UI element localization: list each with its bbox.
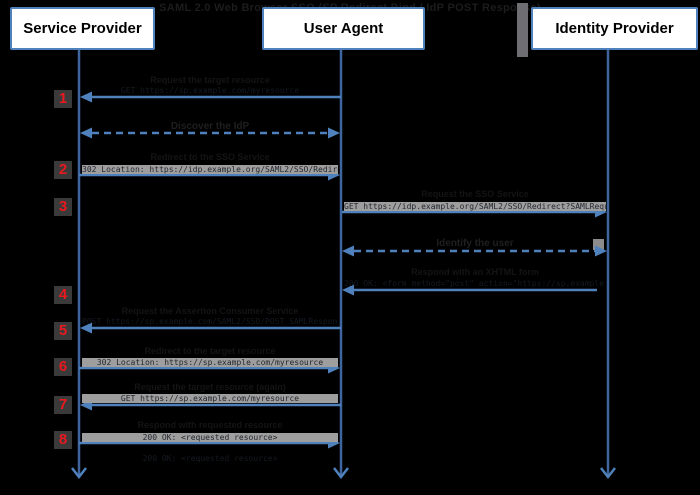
step-number-5-text: 5 bbox=[58, 322, 68, 339]
arrowhead-step-5 bbox=[80, 322, 92, 334]
step-number-8: 8 bbox=[54, 431, 72, 449]
step-number-5: 5 bbox=[54, 322, 72, 340]
arrowhead-step-4 bbox=[342, 284, 354, 296]
step-number-8-text: 8 bbox=[58, 431, 68, 448]
arrowhead-step-1 bbox=[80, 91, 92, 103]
arrowhead-discover-left bbox=[80, 127, 92, 139]
step-2-label: Redirect to the SSO Service bbox=[150, 152, 270, 162]
actor-service-provider-label: Service Provider bbox=[23, 20, 142, 37]
step-6-code: 302 Location: https://sp.example.com/myr… bbox=[82, 358, 338, 367]
step-number-6-text: 6 bbox=[58, 358, 68, 375]
step-4-code: 200 OK: <form method="post" action="http… bbox=[344, 279, 606, 288]
lifeline-end-arrow-ua bbox=[333, 467, 349, 480]
step-number-2: 2 bbox=[54, 161, 72, 179]
step-3-code: GET https://idp.example.org/SAML2/SSO/Re… bbox=[344, 202, 606, 211]
step-number-6: 6 bbox=[54, 358, 72, 376]
step-1-label: Request the target resource bbox=[150, 75, 270, 85]
arrowhead-identify-left bbox=[342, 245, 354, 257]
step-number-4: 4 bbox=[54, 286, 72, 304]
arrowhead-discover-right bbox=[328, 127, 340, 139]
lifeline-end-arrow-idp bbox=[600, 467, 616, 480]
step-5-code: POST https://sp.example.com/SAML2/SSO/PO… bbox=[82, 317, 338, 326]
step-number-3-text: 3 bbox=[58, 198, 68, 215]
step-1-code: GET https://sp.example.com/myresource bbox=[120, 86, 300, 95]
step-number-2-text: 2 bbox=[58, 161, 68, 178]
actor-identity-provider: Identity Provider bbox=[531, 7, 698, 50]
step-8-label: Respond with requested resource bbox=[137, 420, 283, 430]
actor-user-agent-label: User Agent bbox=[303, 20, 384, 37]
step-7-code: GET https://sp.example.com/myresource bbox=[82, 394, 338, 403]
step-4-label: Respond with an XHTML form bbox=[411, 267, 539, 277]
step-number-4-text: 4 bbox=[58, 286, 68, 303]
step-7-label: Request the target resource (again) bbox=[134, 382, 286, 392]
actor-service-provider: Service Provider bbox=[10, 7, 155, 50]
step-number-7: 7 bbox=[54, 396, 72, 414]
lifeline-end-arrow-sp bbox=[71, 467, 87, 480]
step-6-label: Redirect to the target resource bbox=[144, 346, 276, 356]
actor-identity-provider-label: Identity Provider bbox=[555, 20, 674, 37]
step-number-3: 3 bbox=[54, 198, 72, 216]
step-number-1: 1 bbox=[54, 90, 72, 108]
idp-activation-square bbox=[593, 239, 604, 250]
note-discover-idp-label: Discover the IdP bbox=[170, 121, 250, 132]
step-2-code: 302 Location: https://idp.example.org/SA… bbox=[82, 165, 338, 174]
step-3-label: Request the SSO Service bbox=[421, 189, 529, 199]
step-8-code: 200 OK: <requested resource> bbox=[82, 433, 338, 442]
actor-user-agent: User Agent bbox=[262, 7, 425, 50]
step-5-label: Request the Assertion Consumer Service bbox=[121, 306, 299, 316]
step-8-response-code: 200 OK: <requested resource> bbox=[142, 454, 278, 463]
step-number-7-text: 7 bbox=[58, 396, 68, 413]
arrowhead-identify-right bbox=[595, 245, 607, 257]
note-identify-user-label: Identify the user bbox=[436, 238, 514, 249]
step-number-1-text: 1 bbox=[58, 90, 68, 107]
idp-side-stripe bbox=[517, 3, 528, 57]
